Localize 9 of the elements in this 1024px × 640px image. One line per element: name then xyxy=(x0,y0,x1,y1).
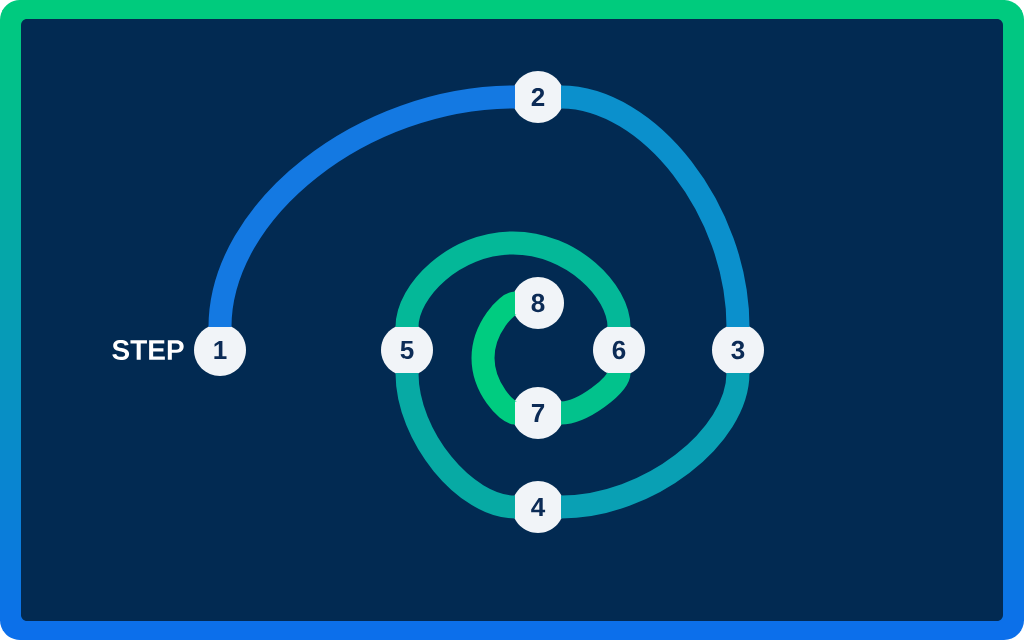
step-number: 4 xyxy=(531,498,546,516)
step-number: 1 xyxy=(214,341,227,359)
step-number: 8 xyxy=(531,293,545,313)
step-number: 2 xyxy=(531,87,545,107)
step-number: 7 xyxy=(531,404,545,422)
step-number: 6 xyxy=(612,340,626,360)
step-number: 5 xyxy=(400,340,414,360)
step-label: STEP xyxy=(112,340,184,360)
step-number: 3 xyxy=(731,340,745,360)
